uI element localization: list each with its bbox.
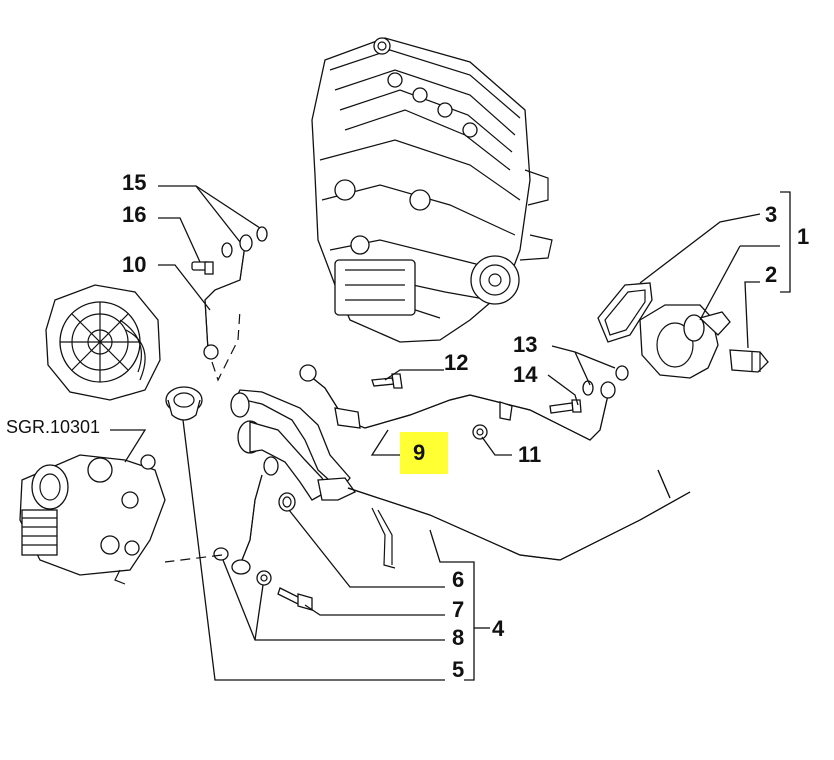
thermostat-assembly <box>597 282 769 379</box>
thermostat-housing-illustration <box>19 454 166 585</box>
callout-3: 3 <box>765 202 777 227</box>
part-7-bolt <box>277 587 313 611</box>
callout-11: 11 <box>518 442 541 467</box>
part-5-cap <box>165 386 203 421</box>
callout-8: 8 <box>452 625 464 650</box>
callout-16: 16 <box>122 202 146 227</box>
callout-12: 12 <box>444 350 468 375</box>
callout-labels: 15 16 10 SGR.10301 12 13 14 9 11 3 1 2 6… <box>6 170 809 682</box>
callout-2: 2 <box>765 262 777 287</box>
callout-9-highlight <box>400 432 448 474</box>
callout-7: 7 <box>452 597 464 622</box>
callout-6: 6 <box>452 567 464 592</box>
callout-4: 4 <box>492 616 505 641</box>
callout-5: 5 <box>452 657 464 682</box>
callout-10: 10 <box>122 252 146 277</box>
callout-14: 14 <box>513 362 538 387</box>
small-bypass-pipe <box>191 226 268 382</box>
callout-1: 1 <box>797 224 809 249</box>
leader-lines <box>110 185 791 681</box>
callout-9: 9 <box>413 440 425 465</box>
engine-block-illustration <box>311 37 553 343</box>
water-pump-illustration <box>45 284 161 401</box>
callout-15: 15 <box>122 170 146 195</box>
callout-13: 13 <box>513 332 537 357</box>
main-water-pipe-assembly <box>164 389 691 586</box>
reference-label: SGR.10301 <box>6 417 100 437</box>
upper-pipe-assembly <box>299 364 629 441</box>
